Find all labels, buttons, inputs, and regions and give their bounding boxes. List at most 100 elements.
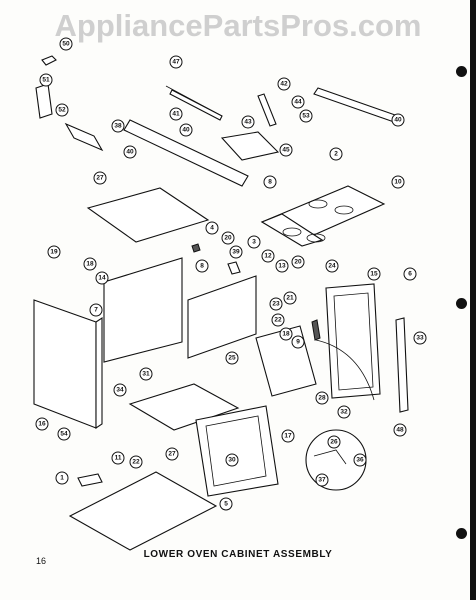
callout-number: 14 (98, 275, 106, 282)
callout-22: 22 (129, 455, 143, 469)
callout-21: 21 (283, 291, 297, 305)
callout-circle (247, 235, 261, 249)
part-bracket (41, 55, 57, 66)
callout-number: 41 (172, 111, 180, 118)
part-side-panel (95, 316, 103, 430)
callout-13: 13 (275, 259, 289, 273)
callout-number: 36 (356, 457, 364, 464)
callout-40: 40 (391, 113, 405, 127)
callout-circle (95, 271, 109, 285)
callout-circle (47, 245, 61, 259)
callout-number: 25 (228, 355, 236, 362)
callout-circle (241, 115, 255, 129)
callout-45: 45 (279, 143, 293, 157)
callout-32: 32 (337, 405, 351, 419)
callout-number: 30 (228, 457, 236, 464)
callout-circle (403, 267, 417, 281)
callout-50: 50 (59, 37, 73, 51)
callout-24: 24 (325, 259, 339, 273)
binder-hole (456, 528, 467, 539)
diagram-title: LOWER OVEN CABINET ASSEMBLY (143, 549, 333, 560)
callout-number: 44 (294, 99, 302, 106)
callout-33: 33 (413, 331, 427, 345)
callout-number: 54 (60, 431, 68, 438)
callout-circle (271, 313, 285, 327)
callout-number: 31 (142, 371, 150, 378)
callout-number: 20 (224, 235, 232, 242)
callout-8: 8 (263, 175, 277, 189)
callout-number: 27 (168, 451, 176, 458)
callout-circle (57, 427, 71, 441)
callout-43: 43 (241, 115, 255, 129)
callout-26: 26 (327, 435, 341, 449)
callout-circle (55, 103, 69, 117)
callout-34: 34 (113, 383, 127, 397)
callout-circle (55, 471, 69, 485)
callout-23: 23 (269, 297, 283, 311)
callout-number: 2 (334, 151, 338, 158)
callout-number: 12 (264, 253, 272, 260)
callout-number: 32 (340, 409, 348, 416)
callout-circle (327, 435, 341, 449)
watermark: AppliancePartsPros.com (54, 8, 422, 43)
part-bracket (227, 261, 241, 275)
callout-18: 18 (83, 257, 97, 271)
part-bottom-panel (128, 383, 240, 431)
binder-hole (456, 298, 467, 309)
callout-circle (35, 417, 49, 431)
callout-number: 18 (282, 331, 290, 338)
callout-number: 51 (42, 77, 50, 84)
callout-circle (263, 175, 277, 189)
callout-number: 27 (96, 175, 104, 182)
binder-hole (456, 66, 467, 77)
part-back-panel (103, 257, 183, 363)
callout-circle (195, 259, 209, 273)
callout-circle (169, 107, 183, 121)
callout-circle (291, 335, 305, 349)
callout-circle (315, 391, 329, 405)
callout-circle (123, 145, 137, 159)
callout-52: 52 (55, 103, 69, 117)
callout-number: 42 (280, 81, 288, 88)
callout-circle (93, 171, 107, 185)
callout-16: 16 (35, 417, 49, 431)
callout-circle (261, 249, 275, 263)
callout-number: 5 (224, 501, 228, 508)
callout-19: 19 (47, 245, 61, 259)
callout-circle (269, 297, 283, 311)
callout-number: 7 (94, 307, 98, 314)
callout-38: 38 (111, 119, 125, 133)
callout-number: 33 (416, 335, 424, 342)
callout-number: 11 (115, 455, 122, 462)
callout-number: 22 (274, 317, 282, 324)
part-base-pan (68, 471, 218, 551)
part-kick-plate (77, 473, 103, 487)
callout-number: 8 (268, 179, 272, 186)
callout-48: 48 (393, 423, 407, 437)
part-spacer (311, 319, 321, 341)
callout-1: 1 (55, 471, 69, 485)
callout-circle (275, 259, 289, 273)
callout-37: 37 (315, 473, 329, 487)
callout-number: 43 (244, 119, 252, 126)
callout-number: 40 (394, 117, 402, 124)
callout-circle (391, 113, 405, 127)
callout-number: 40 (182, 127, 190, 134)
callout-circle (221, 231, 235, 245)
callout-number: 48 (396, 427, 404, 434)
callout-number: 53 (302, 113, 310, 120)
callout-number: 39 (232, 249, 240, 256)
callout-11: 11 (111, 451, 125, 465)
callout-circle (291, 95, 305, 109)
callout-number: 40 (126, 149, 134, 156)
callout-9: 9 (291, 335, 305, 349)
callout-circle (219, 497, 233, 511)
callout-15: 15 (367, 267, 381, 281)
callout-40: 40 (123, 145, 137, 159)
callout-circle (139, 367, 153, 381)
callout-30: 30 (225, 453, 239, 467)
part-door (195, 405, 279, 497)
callout-number: 19 (50, 249, 58, 256)
callout-47: 47 (169, 55, 183, 69)
